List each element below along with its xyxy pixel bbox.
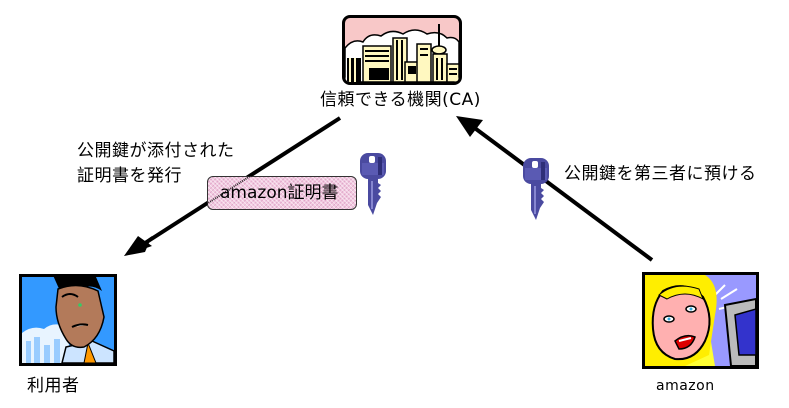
arrow-amazon-to-ca xyxy=(470,124,654,262)
woman-computer-portrait-icon xyxy=(645,275,756,366)
certificate-box: amazon証明書 xyxy=(207,176,357,210)
issue-label-line1: 公開鍵が添付された xyxy=(77,141,235,161)
amazon-label: amazon xyxy=(656,378,715,394)
deposit-label: 公開鍵を第三者に預ける xyxy=(564,164,757,184)
amazon-picture xyxy=(642,272,759,369)
issue-label-line2: 証明書を発行 xyxy=(77,166,182,186)
ca-picture xyxy=(342,15,462,85)
certificate-label: amazon証明書 xyxy=(220,183,339,203)
ca-label: 信頼できる機関(CA) xyxy=(320,90,481,110)
arrowhead-ca xyxy=(456,116,483,137)
man-portrait-icon xyxy=(22,277,114,363)
city-buildings-icon xyxy=(345,24,459,82)
user-label: 利用者 xyxy=(27,376,80,396)
user-picture xyxy=(19,274,117,366)
